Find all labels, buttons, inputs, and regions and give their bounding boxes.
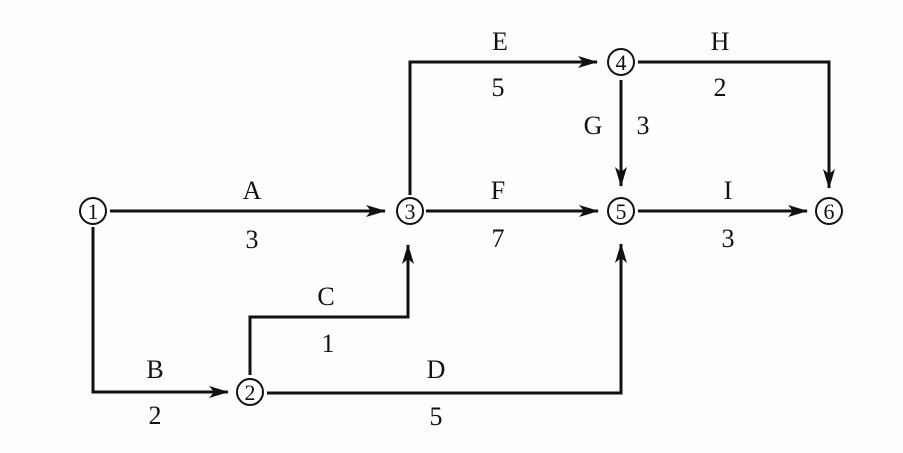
node-1: 1 bbox=[79, 197, 107, 225]
node-4-label: 4 bbox=[616, 50, 627, 75]
edge-a-name: A bbox=[243, 176, 262, 205]
edge-h-name: H bbox=[711, 27, 730, 56]
edge-d-name: D bbox=[427, 355, 446, 384]
node-4: 4 bbox=[607, 48, 635, 76]
edge-e-name: E bbox=[492, 27, 508, 56]
node-6: 6 bbox=[815, 197, 843, 225]
node-3-label: 3 bbox=[405, 199, 416, 224]
node-5: 5 bbox=[607, 197, 635, 225]
edge-b-arrow bbox=[91, 227, 229, 398]
edge-f-name: F bbox=[491, 176, 505, 205]
node-3: 3 bbox=[396, 197, 424, 225]
edge-f-duration: 7 bbox=[492, 224, 505, 253]
node-6-label: 6 bbox=[824, 199, 835, 224]
node-2: 2 bbox=[236, 378, 264, 406]
edge-e-duration: 5 bbox=[492, 73, 505, 102]
edge-e-arrow bbox=[408, 56, 598, 195]
edge-i-duration: 3 bbox=[722, 224, 735, 253]
edge-c-duration: 1 bbox=[322, 329, 335, 358]
edge-c-arrow bbox=[248, 244, 414, 375]
edge-h-arrow bbox=[638, 60, 835, 189]
node-5-label: 5 bbox=[616, 199, 627, 224]
edge-d-arrow bbox=[267, 243, 627, 395]
edge-d-duration: 5 bbox=[430, 402, 443, 431]
edge-g-duration: 3 bbox=[637, 111, 650, 140]
edge-b-duration: 2 bbox=[149, 401, 162, 430]
edge-a-duration: 3 bbox=[246, 225, 259, 254]
edge-c-name: C bbox=[317, 282, 334, 311]
edge-i-name: I bbox=[724, 176, 733, 205]
edge-g-name: G bbox=[584, 111, 603, 140]
edge-b-name: B bbox=[146, 355, 163, 384]
node-2-label: 2 bbox=[245, 380, 256, 405]
node-1-label: 1 bbox=[88, 199, 99, 224]
edge-h-duration: 2 bbox=[714, 73, 727, 102]
